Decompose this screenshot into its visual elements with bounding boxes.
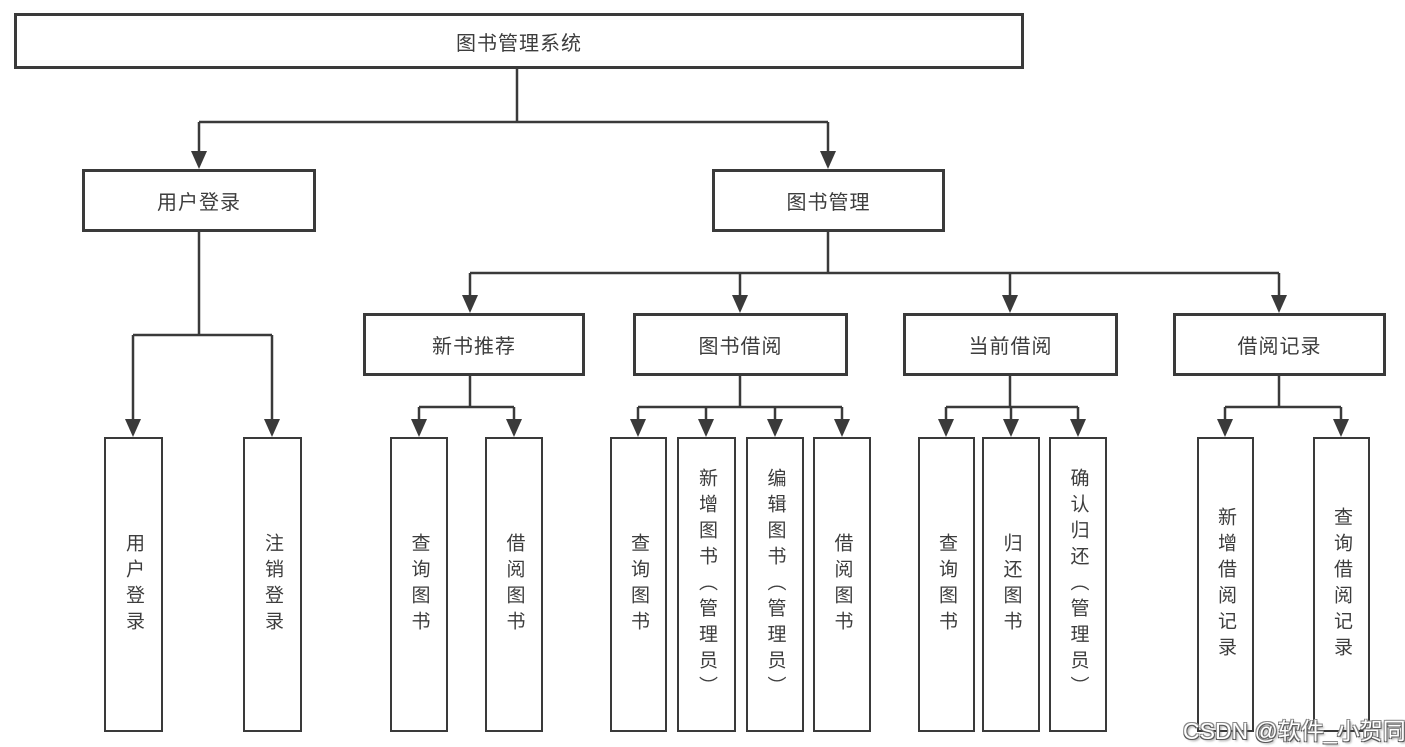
leaf-borrow-books-recommend: 借阅图书 [485,437,543,732]
node-current-borrow: 当前借阅 [903,313,1118,376]
leaf-label: 用户登录 [123,532,144,637]
leaf-add-borrow-record: 新增借阅记录 [1197,437,1254,732]
leaf-add-books-admin: 新增图书（管理员） [677,437,736,732]
leaf-return-books: 归还图书 [982,437,1040,732]
leaf-query-books-recommend: 查询图书 [390,437,448,732]
leaf-label: 编辑图书（管理员） [764,467,786,702]
leaf-label: 新增图书（管理员） [696,467,717,702]
leaf-label: 新增借阅记录 [1215,506,1236,663]
leaf-borrow-books: 借阅图书 [813,437,871,732]
leaf-confirm-return-admin: 确认归还（管理员） [1049,437,1107,732]
leaf-query-books-current: 查询图书 [918,437,975,732]
node-borrow-records: 借阅记录 [1173,313,1386,376]
leaf-label: 查询图书 [628,532,649,637]
leaf-logout: 注销登录 [243,437,302,732]
leaf-label: 查询图书 [936,532,957,637]
node-new-book-recommend: 新书推荐 [363,313,585,376]
leaf-edit-books-admin: 编辑图书（管理员） [746,437,804,732]
leaf-label: 借阅图书 [831,532,853,637]
leaf-label: 注销登录 [262,532,283,637]
node-user-login: 用户登录 [82,169,316,232]
node-root-system: 图书管理系统 [14,13,1024,69]
tree-edges [131,69,1343,424]
leaf-query-books-borrow: 查询图书 [610,437,667,732]
leaf-label: 确认归还（管理员） [1067,467,1089,702]
leaf-user-login: 用户登录 [104,437,163,732]
node-book-management: 图书管理 [712,169,945,232]
leaf-label: 借阅图书 [503,532,525,637]
leaf-query-borrow-record: 查询借阅记录 [1313,437,1370,732]
leaf-label: 查询图书 [408,532,430,637]
leaf-label: 查询借阅记录 [1331,506,1352,663]
csdn-watermark: CSDN @软件_小贺同学 [1183,718,1405,744]
arrowheads [125,151,1349,437]
leaf-label: 归还图书 [1000,532,1022,637]
node-book-borrow: 图书借阅 [633,313,848,376]
